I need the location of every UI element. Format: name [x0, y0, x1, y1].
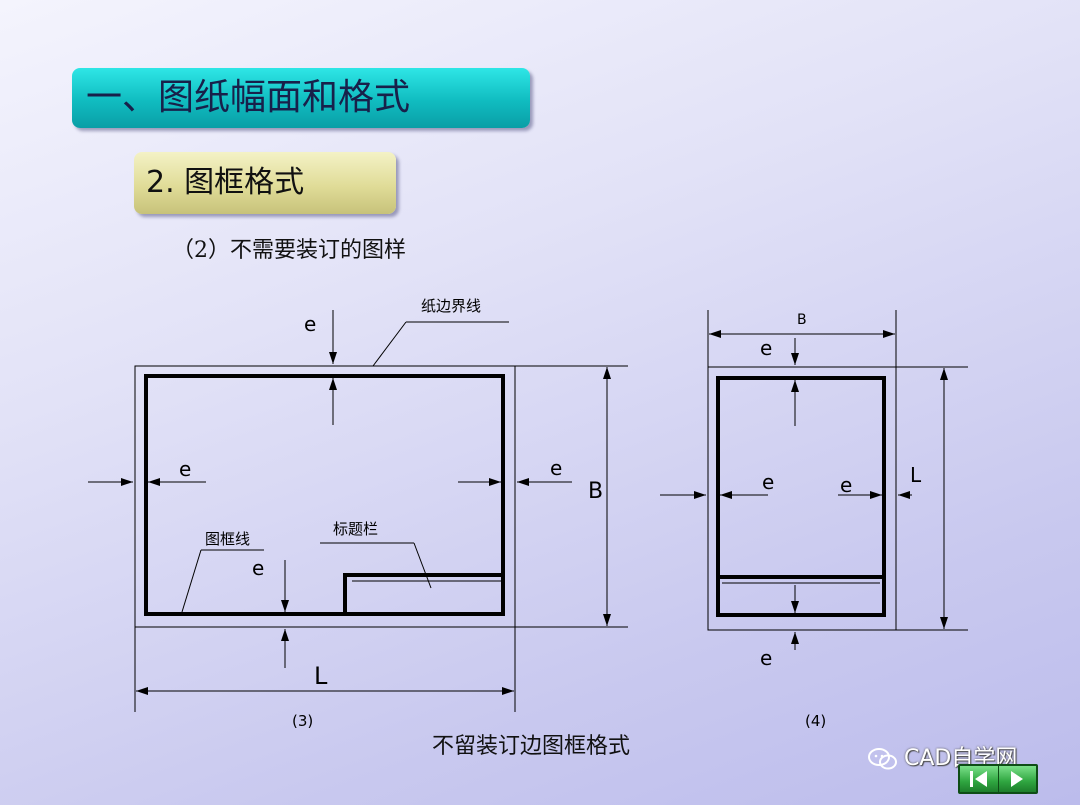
margin-e-label-bottom: e: [760, 646, 772, 670]
next-arrow-icon: [1011, 771, 1024, 787]
slide-title-text: 一、图纸幅面和格式: [86, 77, 411, 118]
margin-e-label-right: e: [840, 473, 852, 497]
wechat-icon: [868, 748, 897, 770]
dimension-B-label: B: [797, 312, 807, 328]
margin-e-label-left: e: [762, 470, 774, 494]
margin-e-label-top: e: [304, 312, 316, 336]
previous-arrow-icon-bar: [970, 771, 974, 787]
margin-e-label-bottom: e: [252, 556, 264, 580]
leader-line: [372, 321, 407, 367]
leader-line: [181, 549, 202, 613]
title-block-label: 标题栏: [333, 520, 378, 538]
landscape-frame-diagram: B L e e e e 纸边界线: [88, 297, 628, 730]
section-title: 2. 图框格式: [134, 152, 396, 214]
dimension-L-label: L: [314, 662, 328, 690]
diagram-caption: 不留装订边图框格式: [432, 734, 631, 759]
drawing-frame-line: [144, 374, 505, 616]
previous-arrow-icon: [975, 771, 988, 787]
slide-navigation: [958, 764, 1038, 794]
section-title-text: 2. 图框格式: [146, 165, 305, 200]
margin-e-label-top: e: [760, 336, 772, 360]
previous-slide-button[interactable]: [960, 766, 999, 792]
leader-line: [413, 542, 432, 589]
figure-number: (4): [805, 712, 826, 730]
slide-title: 一、图纸幅面和格式: [72, 68, 530, 128]
margin-e-label-left: e: [179, 457, 191, 481]
drawing-frame-line: [716, 376, 886, 617]
paper-border-line: [134, 365, 516, 628]
paper-border-label: 纸边界线: [421, 297, 481, 315]
title-block: [343, 573, 503, 614]
next-slide-button[interactable]: [998, 766, 1036, 792]
figure-number: (3): [292, 712, 313, 730]
dimension-L-label: L: [910, 463, 922, 487]
dimension-B-label: B: [588, 479, 603, 504]
margin-e-label-right: e: [550, 456, 562, 480]
paper-border-line: [707, 366, 897, 631]
frame-line-label: 图框线: [205, 530, 250, 548]
portrait-frame-diagram: B L e e e e (4): [660, 310, 968, 730]
subsection-heading: （2）不需要装订的图样: [172, 238, 406, 263]
